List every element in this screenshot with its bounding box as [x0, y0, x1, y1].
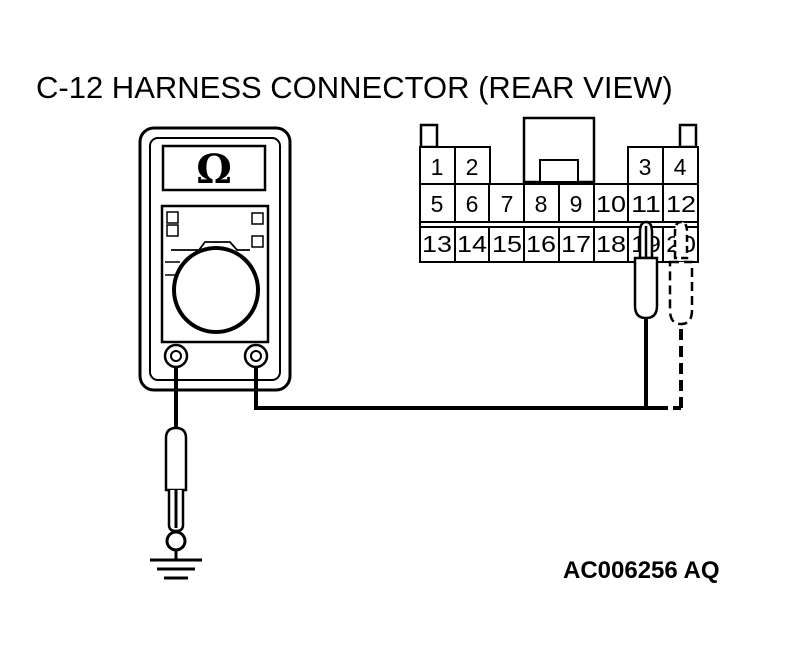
range-indicator-icon [251, 235, 264, 248]
pin-label-6: 6 [466, 191, 479, 217]
bottom-row-dividers [454, 227, 664, 262]
probe-pin-11[interactable] [633, 220, 659, 320]
multimeter-display [161, 144, 267, 192]
multimeter-inner-frame [149, 137, 281, 381]
pin-label-5: 5 [431, 191, 444, 217]
ohm-jack-core [250, 350, 262, 362]
pin-label-1: 1 [431, 154, 444, 180]
middle-row-dividers [454, 184, 664, 222]
pin-label-14: 14 [457, 231, 487, 257]
probe-handle-11 [633, 256, 659, 320]
diagram-title: C-12 HARNESS CONNECTOR (REAR VIEW) [36, 70, 673, 105]
ground-probe-handle[interactable] [164, 426, 188, 492]
pin-label-8: 8 [535, 191, 548, 217]
multimeter: Ω [138, 126, 292, 392]
pin-label-12: 12 [666, 191, 696, 217]
connector-latch-left [419, 123, 439, 149]
probe-tip-12 [673, 220, 689, 260]
pin-label-7: 7 [501, 191, 514, 217]
connector-latch-right [678, 123, 698, 149]
reference-code: AC006256 AQ [563, 557, 720, 584]
ohm-symbol-icon: Ω [196, 146, 232, 193]
range-indicator-icon [251, 212, 264, 225]
probe-handle-12 [668, 260, 694, 326]
ground-probe [150, 367, 202, 580]
connector-lock-window [539, 159, 579, 183]
ground-clip-icon [165, 530, 187, 552]
range-indicator-icon [166, 211, 179, 224]
range-indicator-icon [166, 224, 179, 237]
pin-label-2: 2 [466, 154, 479, 180]
pin-label-4: 4 [674, 154, 687, 180]
harness-connector: 1 2 3 4 5 6 7 8 9 10 11 12 13 14 15 16 1… [419, 116, 699, 263]
pin-label-17: 17 [561, 231, 591, 257]
pin-label-3: 3 [639, 154, 652, 180]
pin-label-18: 18 [596, 231, 626, 257]
rotary-selector-knob[interactable] [172, 246, 260, 334]
pin-label-10: 10 [596, 191, 626, 217]
test-lead-wire [254, 367, 664, 410]
pin-label-15: 15 [492, 231, 522, 257]
pin-label-11: 11 [631, 191, 661, 217]
com-jack-core [170, 350, 182, 362]
pin-label-16: 16 [526, 231, 556, 257]
probe-pin-12-alternate[interactable] [668, 220, 694, 326]
pin-label-9: 9 [570, 191, 583, 217]
dial-scale-line [171, 241, 250, 251]
pin-label-13: 13 [422, 231, 452, 257]
